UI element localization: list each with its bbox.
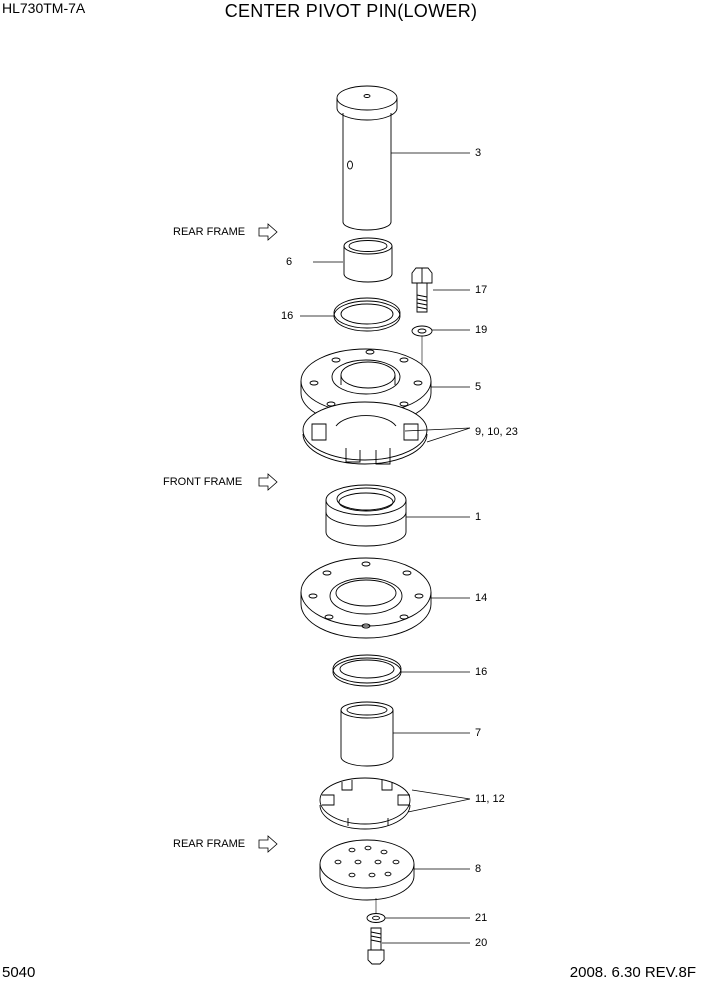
part-lower-bushing[interactable] [341,702,393,766]
part-retainer[interactable] [301,558,431,638]
leader-lines [300,153,470,943]
callout-9-10-23: 9, 10, 23 [475,426,518,438]
page-number: 5040 [2,964,36,981]
callout-19: 19 [475,324,488,336]
callout-5: 5 [475,381,482,393]
callout-16-lower: 16 [475,666,488,678]
part-pivot-pin[interactable] [337,86,397,230]
callout-14: 14 [475,592,488,604]
callout-8: 8 [475,863,482,875]
callout-21: 21 [475,912,488,924]
part-upper-shims[interactable] [303,402,427,464]
callout-1: 1 [475,511,482,523]
rear-frame-label-top: REAR FRAME [173,226,246,238]
callout-16-upper: 16 [281,310,294,322]
part-upper-washer[interactable] [412,326,432,368]
callout-3: 3 [475,147,482,159]
part-upper-seal[interactable] [334,298,400,331]
part-upper-bolt[interactable] [412,268,432,312]
callout-11-12: 11, 12 [475,793,505,805]
callout-6: 6 [286,256,293,268]
part-bearing[interactable] [326,485,406,546]
callout-20: 20 [475,937,488,949]
date-revision: 2008. 6.30 REV.8F [569,964,696,981]
arrow-icon [259,224,277,852]
model-number: HL730TM-7A [2,0,86,16]
part-upper-bushing[interactable] [344,238,392,282]
rear-frame-label-bottom: REAR FRAME [173,838,246,850]
front-frame-label: FRONT FRAME [163,476,243,488]
part-lower-washer[interactable] [367,898,385,923]
part-lower-bolt[interactable] [368,928,384,964]
callout-17: 17 [475,284,488,296]
part-cap-plate[interactable] [320,840,414,900]
part-lower-shims[interactable] [320,778,410,829]
callout-7: 7 [475,727,482,739]
page-title: CENTER PIVOT PIN(LOWER) [224,1,478,21]
part-lower-seal[interactable] [333,655,401,686]
